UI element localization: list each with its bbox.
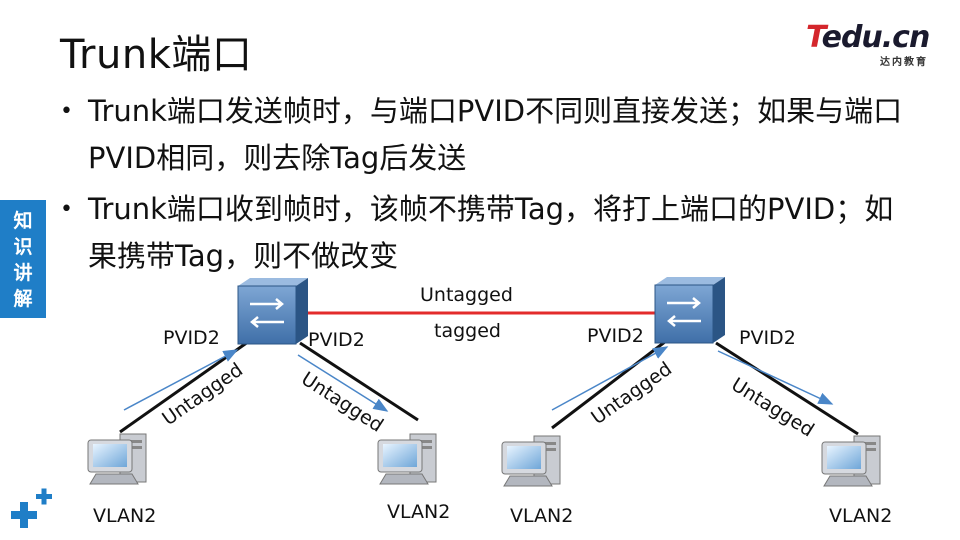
pvid-label: PVID2 bbox=[163, 327, 220, 349]
side-tag-char: 识 bbox=[13, 236, 33, 258]
logo-subtitle: 达内教育 bbox=[880, 57, 928, 68]
switch-icon bbox=[654, 277, 725, 344]
bullet-icon: • bbox=[60, 99, 73, 124]
side-tag-char: 讲 bbox=[13, 262, 33, 284]
side-tag: 知 识 讲 解 bbox=[0, 200, 46, 318]
plus-decoration-icon bbox=[11, 488, 52, 528]
tedu-logo: Tedu.cn 达内教育 bbox=[806, 20, 934, 68]
bullet-icon: • bbox=[60, 197, 73, 222]
link-label: Untagged bbox=[727, 374, 817, 442]
direction-arrow bbox=[297, 354, 389, 412]
pvid-label: PVID2 bbox=[739, 327, 796, 349]
trunk-label-tagged: tagged bbox=[434, 320, 501, 342]
bullet-text: Trunk端口收到帧时，该帧不携带Tag，将打上端口的PVID；如果携带Tag，… bbox=[88, 192, 894, 273]
switch-icon bbox=[237, 278, 308, 345]
vlan-label: VLAN2 bbox=[93, 505, 156, 527]
pvid-label: PVID2 bbox=[308, 329, 365, 351]
pvid-label: PVID2 bbox=[587, 325, 644, 347]
bullet-list: • Trunk端口发送帧时，与端口PVID不同则直接发送；如果与端口PVID相同，… bbox=[60, 88, 920, 284]
pc-icon bbox=[377, 433, 437, 485]
direction-arrow bbox=[123, 349, 239, 411]
bullet-item: • Trunk端口发送帧时，与端口PVID不同则直接发送；如果与端口PVID相同，… bbox=[60, 88, 920, 182]
access-link bbox=[715, 341, 859, 436]
side-tag-char: 解 bbox=[13, 288, 33, 310]
vlan-label: VLAN2 bbox=[829, 505, 892, 527]
direction-arrow bbox=[717, 350, 834, 405]
pc-icon bbox=[821, 435, 881, 487]
side-tag-char: 知 bbox=[13, 210, 33, 232]
slide-title: Trunk端口 bbox=[60, 32, 253, 78]
direction-arrow bbox=[551, 346, 669, 411]
logo-wordmark: Tedu.cn bbox=[806, 20, 930, 55]
trunk-label-untagged: Untagged bbox=[420, 284, 513, 306]
vlan-label: VLAN2 bbox=[387, 501, 450, 523]
access-link bbox=[299, 341, 419, 422]
vlan-label: VLAN2 bbox=[510, 505, 573, 527]
access-link bbox=[551, 336, 671, 430]
pc-icon bbox=[87, 433, 147, 485]
bullet-item: • Trunk端口收到帧时，该帧不携带Tag，将打上端口的PVID；如果携带Tag… bbox=[60, 186, 920, 280]
pc-icon bbox=[501, 435, 561, 487]
bullet-text: Trunk端口发送帧时，与端口PVID不同则直接发送；如果与端口PVID相同，则… bbox=[88, 94, 903, 175]
